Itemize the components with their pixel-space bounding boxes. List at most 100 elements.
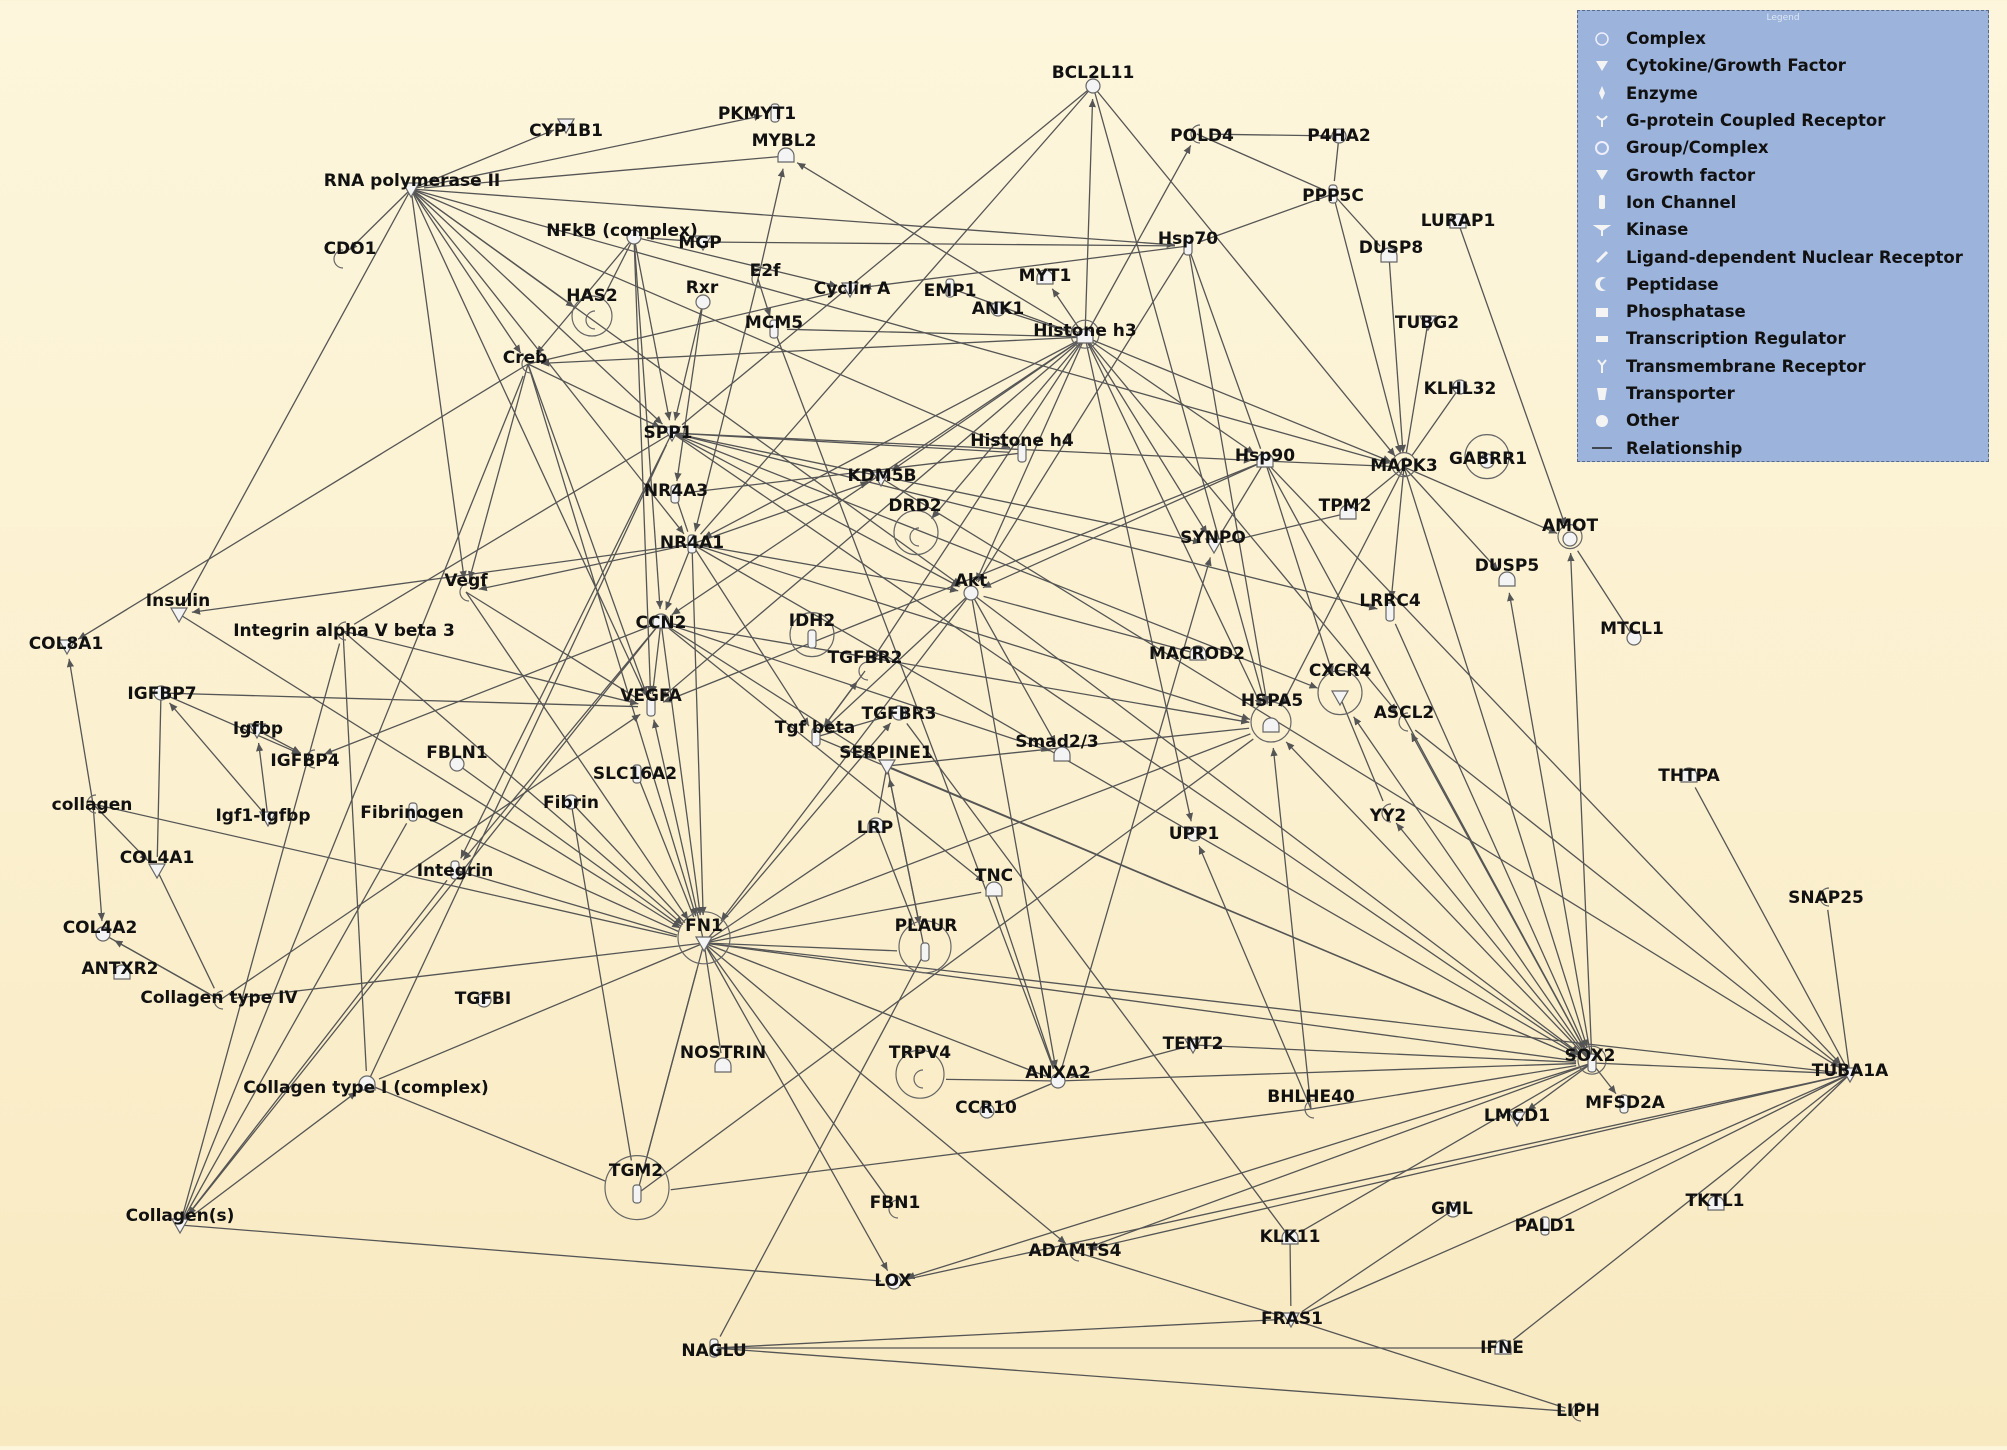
node-tpm2[interactable]: TPM2 xyxy=(1319,496,1372,520)
node-emp1[interactable]: EMP1 xyxy=(924,278,977,301)
node-idh2[interactable]: IDH2 xyxy=(789,611,836,658)
node-naglu[interactable]: NAGLU xyxy=(681,1338,747,1361)
node-synpo[interactable]: SYNPO xyxy=(1180,528,1246,555)
node-tgfb[interactable]: Tgf beta xyxy=(775,718,855,747)
node-igfbp7[interactable]: IGFBP7 xyxy=(127,684,196,704)
node-drd2[interactable]: DRD2 xyxy=(888,496,942,556)
node-mcm5[interactable]: MCM5 xyxy=(745,313,803,339)
node-fras1[interactable]: FRAS1 xyxy=(1261,1309,1323,1329)
node-gml[interactable]: GML xyxy=(1431,1199,1473,1219)
node-adamts4[interactable]: ADAMTS4 xyxy=(1028,1241,1122,1262)
node-snap25[interactable]: SNAP25 xyxy=(1788,887,1864,908)
node-ccr10[interactable]: CCR10 xyxy=(955,1098,1017,1119)
node-igfbp4[interactable]: IGFBP4 xyxy=(270,749,340,771)
node-serpine1[interactable]: SERPINE1 xyxy=(839,743,933,776)
node-ppp5c[interactable]: PPP5C xyxy=(1302,184,1364,206)
node-h3[interactable]: Histone h3 xyxy=(1033,319,1137,349)
node-col4a1[interactable]: COL4A1 xyxy=(120,848,195,880)
node-plaur[interactable]: PLAUR xyxy=(895,916,958,974)
node-ank1[interactable]: ANK1 xyxy=(972,299,1024,319)
node-collagen[interactable]: collagen xyxy=(52,794,133,815)
node-coliv[interactable]: Collagen type IV xyxy=(140,988,298,1010)
node-klk11[interactable]: KLK11 xyxy=(1260,1227,1321,1247)
node-lrrc4[interactable]: LRRC4 xyxy=(1359,591,1421,622)
node-col4a2[interactable]: COL4A2 xyxy=(63,918,138,942)
node-bhlhe40[interactable]: BHLHE40 xyxy=(1267,1087,1355,1119)
node-kdm5b[interactable]: KDM5B xyxy=(848,466,917,488)
node-mtcl1[interactable]: MTCL1 xyxy=(1600,619,1664,646)
node-anxa2[interactable]: ANXA2 xyxy=(1025,1063,1091,1089)
node-has2[interactable]: HAS2 xyxy=(566,286,618,337)
node-sox2[interactable]: SOX2 xyxy=(1564,1045,1616,1075)
node-tuba1a[interactable]: TUBA1A xyxy=(1812,1061,1889,1084)
node-e2f[interactable]: E2f xyxy=(750,261,781,289)
node-collagens[interactable]: Collagen(s) xyxy=(126,1206,235,1235)
node-creb[interactable]: Creb xyxy=(503,348,548,374)
node-nostrin[interactable]: NOSTRIN xyxy=(680,1043,766,1073)
node-spp1[interactable]: SPP1 xyxy=(644,423,693,443)
node-cyp1b1[interactable]: CYP1B1 xyxy=(529,118,603,141)
node-rnapii[interactable]: RNA polymerase II xyxy=(324,171,500,199)
node-smad[interactable]: Smad2/3 xyxy=(1015,732,1099,762)
node-integrin[interactable]: Integrin xyxy=(417,860,494,881)
node-vegf[interactable]: Vegf xyxy=(444,571,488,602)
node-nfkb[interactable]: NFkB (complex) xyxy=(546,221,698,245)
node-tnc[interactable]: TNC xyxy=(975,866,1013,897)
node-fibrin[interactable]: Fibrin xyxy=(543,793,599,813)
node-p4ha2[interactable]: P4HA2 xyxy=(1307,126,1371,146)
node-hsp90[interactable]: Hsp90 xyxy=(1235,446,1295,468)
node-tgfbr2[interactable]: TGFBR2 xyxy=(827,648,903,681)
node-tgm2[interactable]: TGM2 xyxy=(604,1154,670,1221)
node-tgfbi[interactable]: TGFBI xyxy=(455,989,511,1009)
node-upp1[interactable]: UPP1 xyxy=(1169,824,1220,844)
node-lrp[interactable]: LRP xyxy=(857,817,893,838)
node-tktl1[interactable]: TKTL1 xyxy=(1685,1191,1744,1211)
node-lurap1[interactable]: LURAP1 xyxy=(1421,211,1496,231)
node-mfsd2a[interactable]: MFSD2A xyxy=(1585,1093,1666,1114)
node-mgp[interactable]: MGP xyxy=(678,233,721,253)
node-mapk3[interactable]: MAPK3 xyxy=(1370,452,1438,478)
node-col8a1[interactable]: COL8A1 xyxy=(29,634,104,656)
node-amot[interactable]: AMOT xyxy=(1542,516,1599,550)
node-gabrr1[interactable]: GABRR1 xyxy=(1449,434,1527,480)
node-thtpa[interactable]: THTPA xyxy=(1658,766,1720,786)
node-insulin[interactable]: Insulin xyxy=(146,591,210,624)
node-lmcd1[interactable]: LMCD1 xyxy=(1484,1106,1550,1128)
node-yy2[interactable]: YY2 xyxy=(1369,803,1406,826)
node-pald1[interactable]: PALD1 xyxy=(1515,1216,1576,1236)
node-tubg2[interactable]: TUBG2 xyxy=(1395,313,1459,333)
node-ascl2[interactable]: ASCL2 xyxy=(1374,703,1435,732)
node-ccn2[interactable]: CCN2 xyxy=(635,613,686,633)
node-rxr[interactable]: Rxr xyxy=(686,278,719,310)
node-myt1[interactable]: MYT1 xyxy=(1019,266,1072,286)
node-cyca[interactable]: Cyclin A xyxy=(814,279,891,299)
node-macrod2[interactable]: MACROD2 xyxy=(1149,644,1245,664)
node-tent2[interactable]: TENT2 xyxy=(1163,1034,1224,1055)
node-tgfbr3[interactable]: TGFBR3 xyxy=(861,704,936,724)
node-akt[interactable]: Akt xyxy=(955,571,988,601)
node-vegfa[interactable]: VEGFA xyxy=(620,686,683,717)
node-cxcr4[interactable]: CXCR4 xyxy=(1309,661,1372,716)
node-liph[interactable]: LIPH xyxy=(1556,1401,1600,1422)
node-dusp8[interactable]: DUSP8 xyxy=(1359,238,1423,263)
node-hsp70[interactable]: Hsp70 xyxy=(1158,229,1218,256)
node-itgav[interactable]: Integrin alpha V beta 3 xyxy=(233,621,455,641)
node-slc16a2[interactable]: SLC16A2 xyxy=(593,764,677,784)
node-pold4[interactable]: POLD4 xyxy=(1170,124,1234,146)
node-h4[interactable]: Histone h4 xyxy=(970,431,1074,463)
node-cdo1[interactable]: CDO1 xyxy=(324,239,377,269)
node-pkmyt1[interactable]: PKMYT1 xyxy=(718,103,796,124)
node-ifne[interactable]: IFNE xyxy=(1480,1338,1524,1358)
node-hspa5[interactable]: HSPA5 xyxy=(1241,691,1303,743)
node-nr4a1[interactable]: NR4A1 xyxy=(660,533,724,554)
node-fbln1[interactable]: FBLN1 xyxy=(426,743,488,772)
node-lox[interactable]: LOX xyxy=(874,1271,911,1291)
node-fibrinogen[interactable]: Fibrinogen xyxy=(360,802,464,823)
node-trpv4[interactable]: TRPV4 xyxy=(889,1043,951,1099)
node-antxr2[interactable]: ANTXR2 xyxy=(81,959,159,980)
node-fbn1[interactable]: FBN1 xyxy=(870,1193,921,1219)
node-dusp5[interactable]: DUSP5 xyxy=(1475,556,1539,587)
node-klhl32[interactable]: KLHL32 xyxy=(1424,379,1497,399)
node-fn1[interactable]: FN1 xyxy=(677,911,731,965)
node-nr4a3[interactable]: NR4A3 xyxy=(644,481,708,504)
